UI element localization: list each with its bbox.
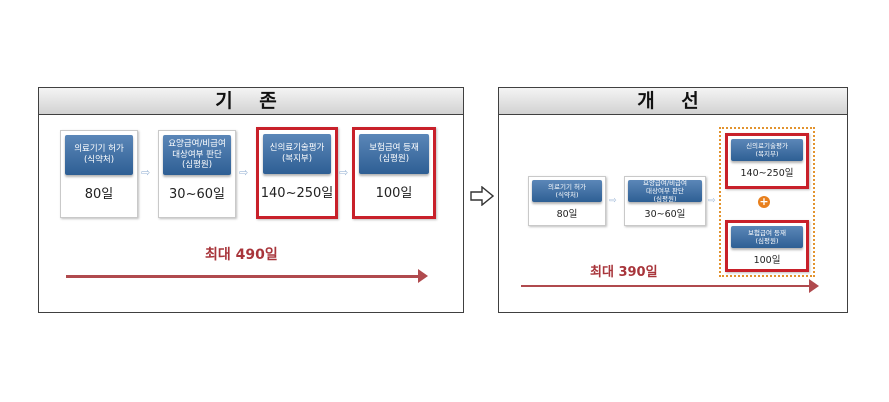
step-header: 신의료기술평가 (복지부) [263, 134, 331, 174]
step-header: 보험급여 등재 (심평원) [359, 134, 429, 174]
step-header: 신의료기술평가 (복지부) [731, 139, 803, 161]
step-duration: 100일 [753, 255, 781, 266]
step-duration: 80일 [556, 209, 578, 220]
plus-icon: + [758, 195, 770, 208]
step-duration: 30~60일 [644, 209, 686, 220]
transition-arrow-icon [470, 186, 494, 206]
before-total: 최대 490일 [205, 247, 278, 263]
after-title: 개 선 [499, 88, 847, 115]
step-duration: 100일 [375, 186, 413, 201]
right-arrow-icon: ⇨ [141, 166, 151, 179]
after-step-coverage-decision: 요양급여/비급여 대상여부 판단 (심평원) 30~60일 [624, 176, 706, 226]
parallel-process-group [719, 127, 815, 277]
before-title: 기 존 [39, 88, 463, 115]
before-timeline-arrow [66, 269, 428, 283]
right-arrow-icon: ⇨ [339, 166, 349, 179]
after-step-insurance-listing: 보험급여 등재 (심평원) 100일 [725, 220, 809, 272]
before-step-coverage-decision: 요양급여/비급여 대상여부 판단 (심평원) 30~60일 [158, 130, 236, 218]
step-duration: 80일 [84, 187, 114, 202]
step-duration: 140~250일 [740, 168, 794, 179]
before-step-device-approval: 의료기기 허가 (식약처) 80일 [60, 130, 138, 218]
step-header: 요양급여/비급여 대상여부 판단 (심평원) [163, 135, 231, 175]
step-header: 의료기기 허가 (식약처) [65, 135, 133, 175]
before-step-new-tech-assessment: 신의료기술평가 (복지부) 140~250일 [256, 127, 338, 219]
after-step-new-tech-assessment: 신의료기술평가 (복지부) 140~250일 [725, 133, 809, 189]
after-timeline-arrow [521, 279, 819, 293]
after-step-device-approval: 의료기기 허가 (식약처) 80일 [528, 176, 606, 226]
after-total: 최대 390일 [590, 265, 658, 280]
step-header: 보험급여 등재 (심평원) [731, 226, 803, 248]
step-duration: 140~250일 [260, 186, 334, 201]
right-arrow-icon: ⇨ [239, 166, 249, 179]
right-arrow-icon: ⇨ [609, 196, 617, 206]
right-arrow-icon: ⇨ [708, 196, 716, 206]
before-step-insurance-listing: 보험급여 등재 (심평원) 100일 [352, 127, 436, 219]
step-header: 요양급여/비급여 대상여부 판단 (심평원) [628, 179, 702, 203]
step-duration: 30~60일 [169, 187, 225, 202]
step-header: 의료기기 허가 (식약처) [532, 180, 602, 202]
